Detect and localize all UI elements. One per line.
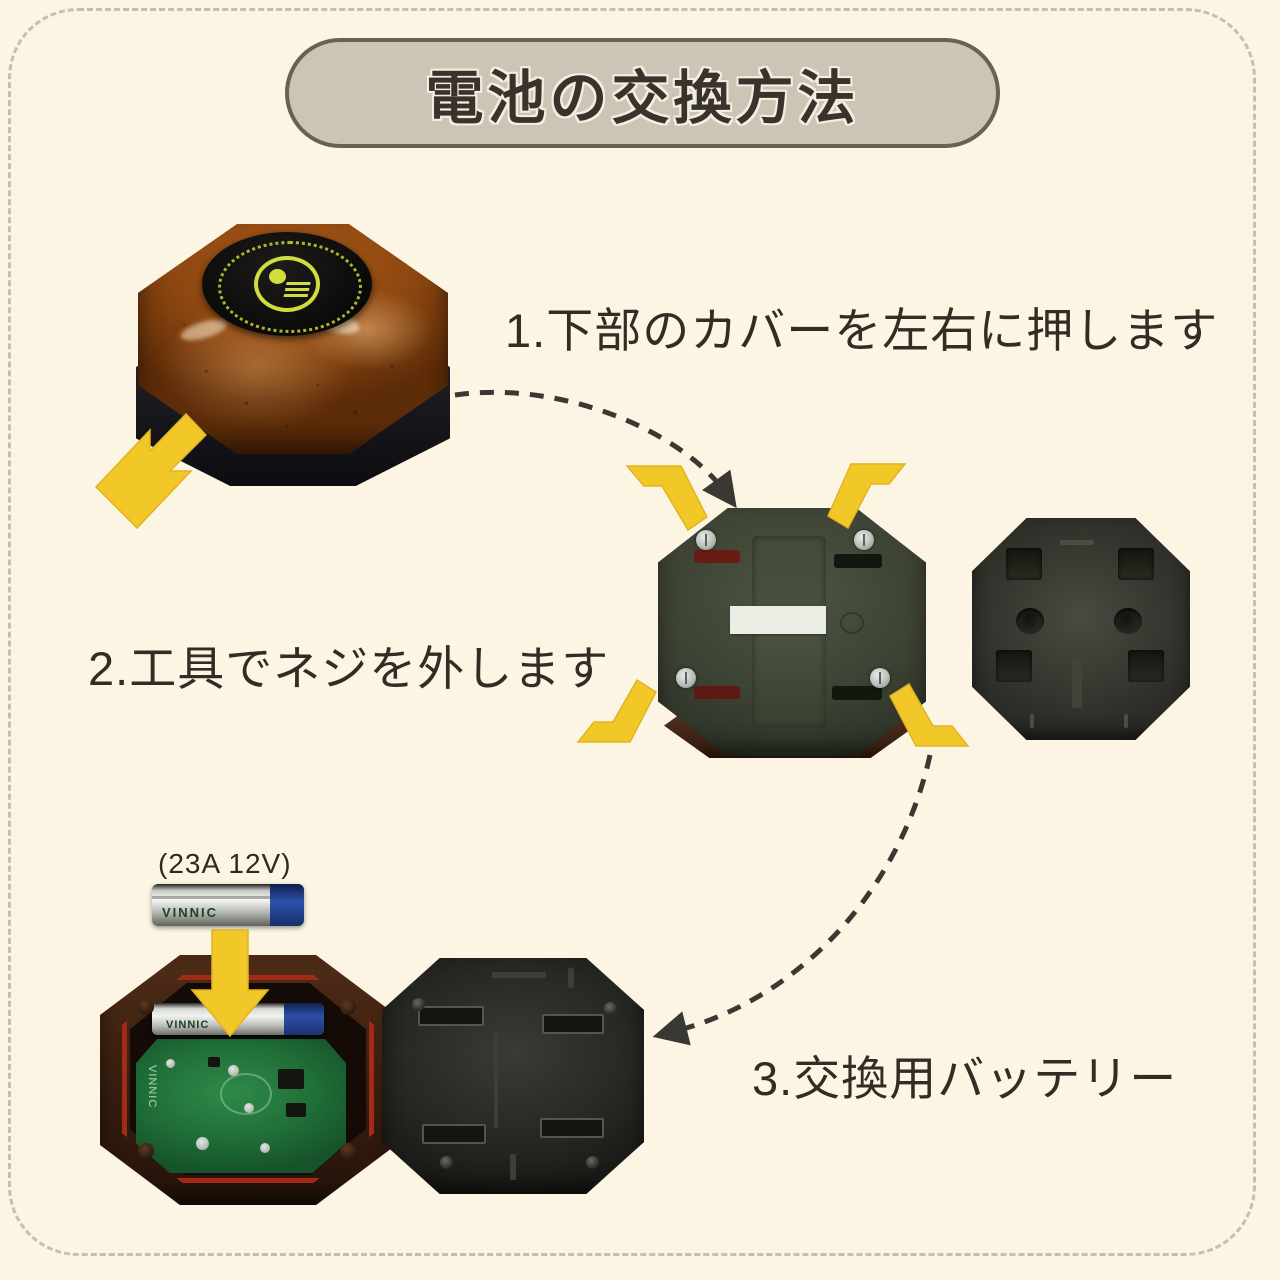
battery-brand-text: VINNIC [162,905,219,920]
pcb-silkscreen-text: VINNIC [146,1065,158,1109]
black-plate-slot [540,1118,604,1138]
figure-replacement-battery: VINNIC [152,884,304,926]
black-cover-post [1072,660,1082,708]
black-plate-rib [510,1154,516,1180]
screw-icon [696,530,716,550]
installed-battery: VINNIC [152,1003,324,1035]
black-plate-hole [440,1156,453,1169]
pcb-trace [220,1073,272,1115]
green-base-slot [694,686,740,699]
black-cover-clip [1128,650,1164,682]
installed-battery-text: VINNIC [166,1019,210,1031]
green-base-slot [694,550,740,563]
device-screw-hole [340,1143,356,1159]
pcb-chip [208,1057,220,1067]
figure-call-button [128,196,458,496]
device-screw-hole [138,1143,154,1159]
call-bell-icon [254,256,320,312]
green-base-white-label [730,606,826,634]
black-cover-rib [1030,714,1034,728]
screw-icon [676,668,696,688]
green-base-notch [840,612,864,634]
flow-arrow-step2-to-step3 [652,754,933,1046]
title-banner: 電池の交換方法 [285,38,1000,148]
black-cover-clip [1118,548,1154,580]
black-plate-hole [586,1156,599,1169]
device-screw-hole [340,999,356,1015]
black-cover-clip [996,650,1032,682]
black-plate-rib [492,972,546,978]
pcb-pad [166,1059,175,1068]
figure-black-back-plate [382,958,644,1194]
pcb-pad [196,1137,209,1150]
pcb-pad [244,1103,254,1113]
pcb-pad [260,1143,270,1153]
pcb-chip [286,1103,306,1117]
black-plate-rib [568,968,574,988]
black-cover-rib [1124,714,1128,728]
screw-icon [870,668,890,688]
black-plate-hole [604,1002,617,1015]
battery-spec-label: (23A 12V) [158,848,292,879]
black-plate-rib [494,1032,498,1128]
black-plate-slot [422,1124,486,1144]
call-button-top-face [202,232,372,336]
black-cover-clip [1006,548,1042,580]
figure-opened-device: VINNIC VINNIC [100,955,396,1205]
pcb-chip [278,1069,304,1089]
device-screw-hole [138,999,154,1015]
green-base-slot [832,686,882,700]
figure-green-base [658,508,926,758]
black-cover-rib [1060,540,1094,545]
pcb-pad [228,1065,239,1076]
call-emblem-ring [218,241,362,333]
figure-black-cover [972,518,1190,740]
black-cover-recess [1114,608,1142,634]
black-plate-slot [418,1006,484,1026]
black-plate-hole [412,998,425,1011]
green-base-slot [834,554,882,568]
black-cover-recess [1016,608,1044,634]
circuit-board: VINNIC [136,1039,346,1173]
battery-stripe [152,896,270,899]
screw-icon [854,530,874,550]
installed-battery-cap [284,1003,324,1035]
battery-cap [270,884,304,926]
step-2-caption: 2.工具でネジを外します [88,642,610,695]
step-3-caption: 3.交換用バッテリー [752,1052,1178,1105]
step-1-caption: 1.下部のカバーを左右に押します [505,304,1219,357]
page-title: 電池の交換方法 [425,66,860,131]
flow-arrow-step1-to-step2 [454,389,737,509]
black-plate-slot [542,1014,604,1034]
